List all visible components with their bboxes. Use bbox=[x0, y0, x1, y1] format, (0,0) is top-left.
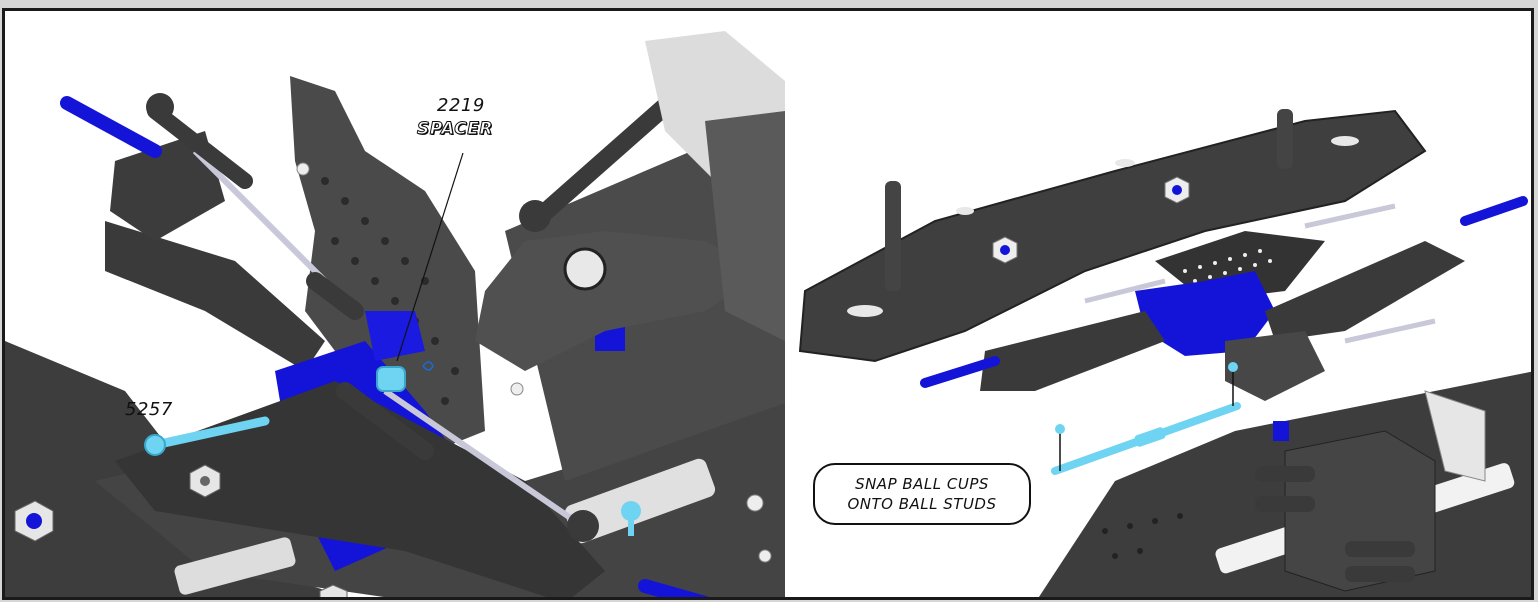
deck-nuts bbox=[992, 176, 1190, 264]
bulkhead-top bbox=[365, 311, 425, 361]
chassis-slot bbox=[174, 537, 296, 595]
o-ring-marker bbox=[422, 361, 434, 371]
shock-tower-holes bbox=[1183, 249, 1272, 283]
lower-arm bbox=[115, 381, 605, 597]
ball-end bbox=[519, 200, 551, 232]
ball-stud bbox=[1228, 362, 1238, 372]
top-deck bbox=[798, 109, 1427, 363]
shock-tower bbox=[290, 76, 485, 451]
front-axle-right bbox=[638, 579, 709, 597]
screw-part-number: 5257 bbox=[125, 399, 173, 420]
ball-end bbox=[567, 510, 599, 542]
steering-link-adjuster bbox=[1134, 427, 1166, 447]
left-axle bbox=[920, 356, 1000, 388]
note-line-2: ONTO BALL STUDS bbox=[847, 495, 997, 513]
small-ball-studs bbox=[296, 162, 772, 563]
rod-end bbox=[147, 103, 253, 189]
front-axle bbox=[60, 96, 162, 158]
ball-stud bbox=[1055, 424, 1065, 434]
spacer-2219 bbox=[376, 366, 406, 392]
right-view-illustration bbox=[798, 109, 1531, 597]
note-line-1: SNAP BALL CUPS bbox=[855, 475, 989, 493]
instruction-note: SNAP BALL CUPS ONTO BALL STUDS bbox=[813, 463, 1031, 525]
turnbuckle bbox=[1344, 318, 1436, 344]
rod-end bbox=[306, 272, 364, 320]
chassis-slot bbox=[564, 458, 716, 544]
right-arm bbox=[1265, 241, 1465, 341]
upper-arm bbox=[105, 221, 325, 371]
turnbuckle-upper bbox=[192, 148, 328, 284]
right-overview-view bbox=[785, 11, 1531, 597]
turnbuckle-steering bbox=[383, 388, 577, 524]
screw-5257 bbox=[150, 416, 270, 450]
spacer-part-number: 2219 bbox=[437, 95, 485, 116]
rod-end bbox=[336, 382, 434, 460]
right-axle bbox=[1460, 196, 1528, 226]
assembly-diagram-frame: 2219 SPACER 5257 bbox=[2, 8, 1534, 600]
servo-mount-posts bbox=[1255, 466, 1415, 582]
spacer-leader-line bbox=[396, 152, 464, 362]
left-view-illustration bbox=[5, 31, 785, 597]
nyloc-nuts bbox=[14, 464, 348, 597]
left-arm bbox=[980, 311, 1165, 391]
steering-crank bbox=[1225, 331, 1325, 401]
turnbuckle bbox=[1304, 203, 1396, 229]
turnbuckle bbox=[1084, 278, 1166, 304]
screw-5257-head bbox=[144, 434, 166, 456]
bellcrank-bearing bbox=[563, 247, 607, 291]
servo-saver bbox=[1424, 390, 1486, 482]
left-detail-view: 2219 SPACER 5257 bbox=[5, 11, 785, 597]
upright-block bbox=[110, 131, 225, 241]
servo-body bbox=[705, 111, 785, 341]
blue-post bbox=[1273, 421, 1289, 441]
front-bulkhead bbox=[1135, 271, 1275, 356]
deck-slots bbox=[847, 136, 1359, 317]
body-posts bbox=[885, 109, 1293, 291]
steering-bellcrank bbox=[475, 231, 765, 371]
chassis-holes bbox=[1102, 513, 1183, 559]
ball-end bbox=[146, 93, 174, 121]
spacer-part-name: SPACER bbox=[417, 119, 493, 140]
